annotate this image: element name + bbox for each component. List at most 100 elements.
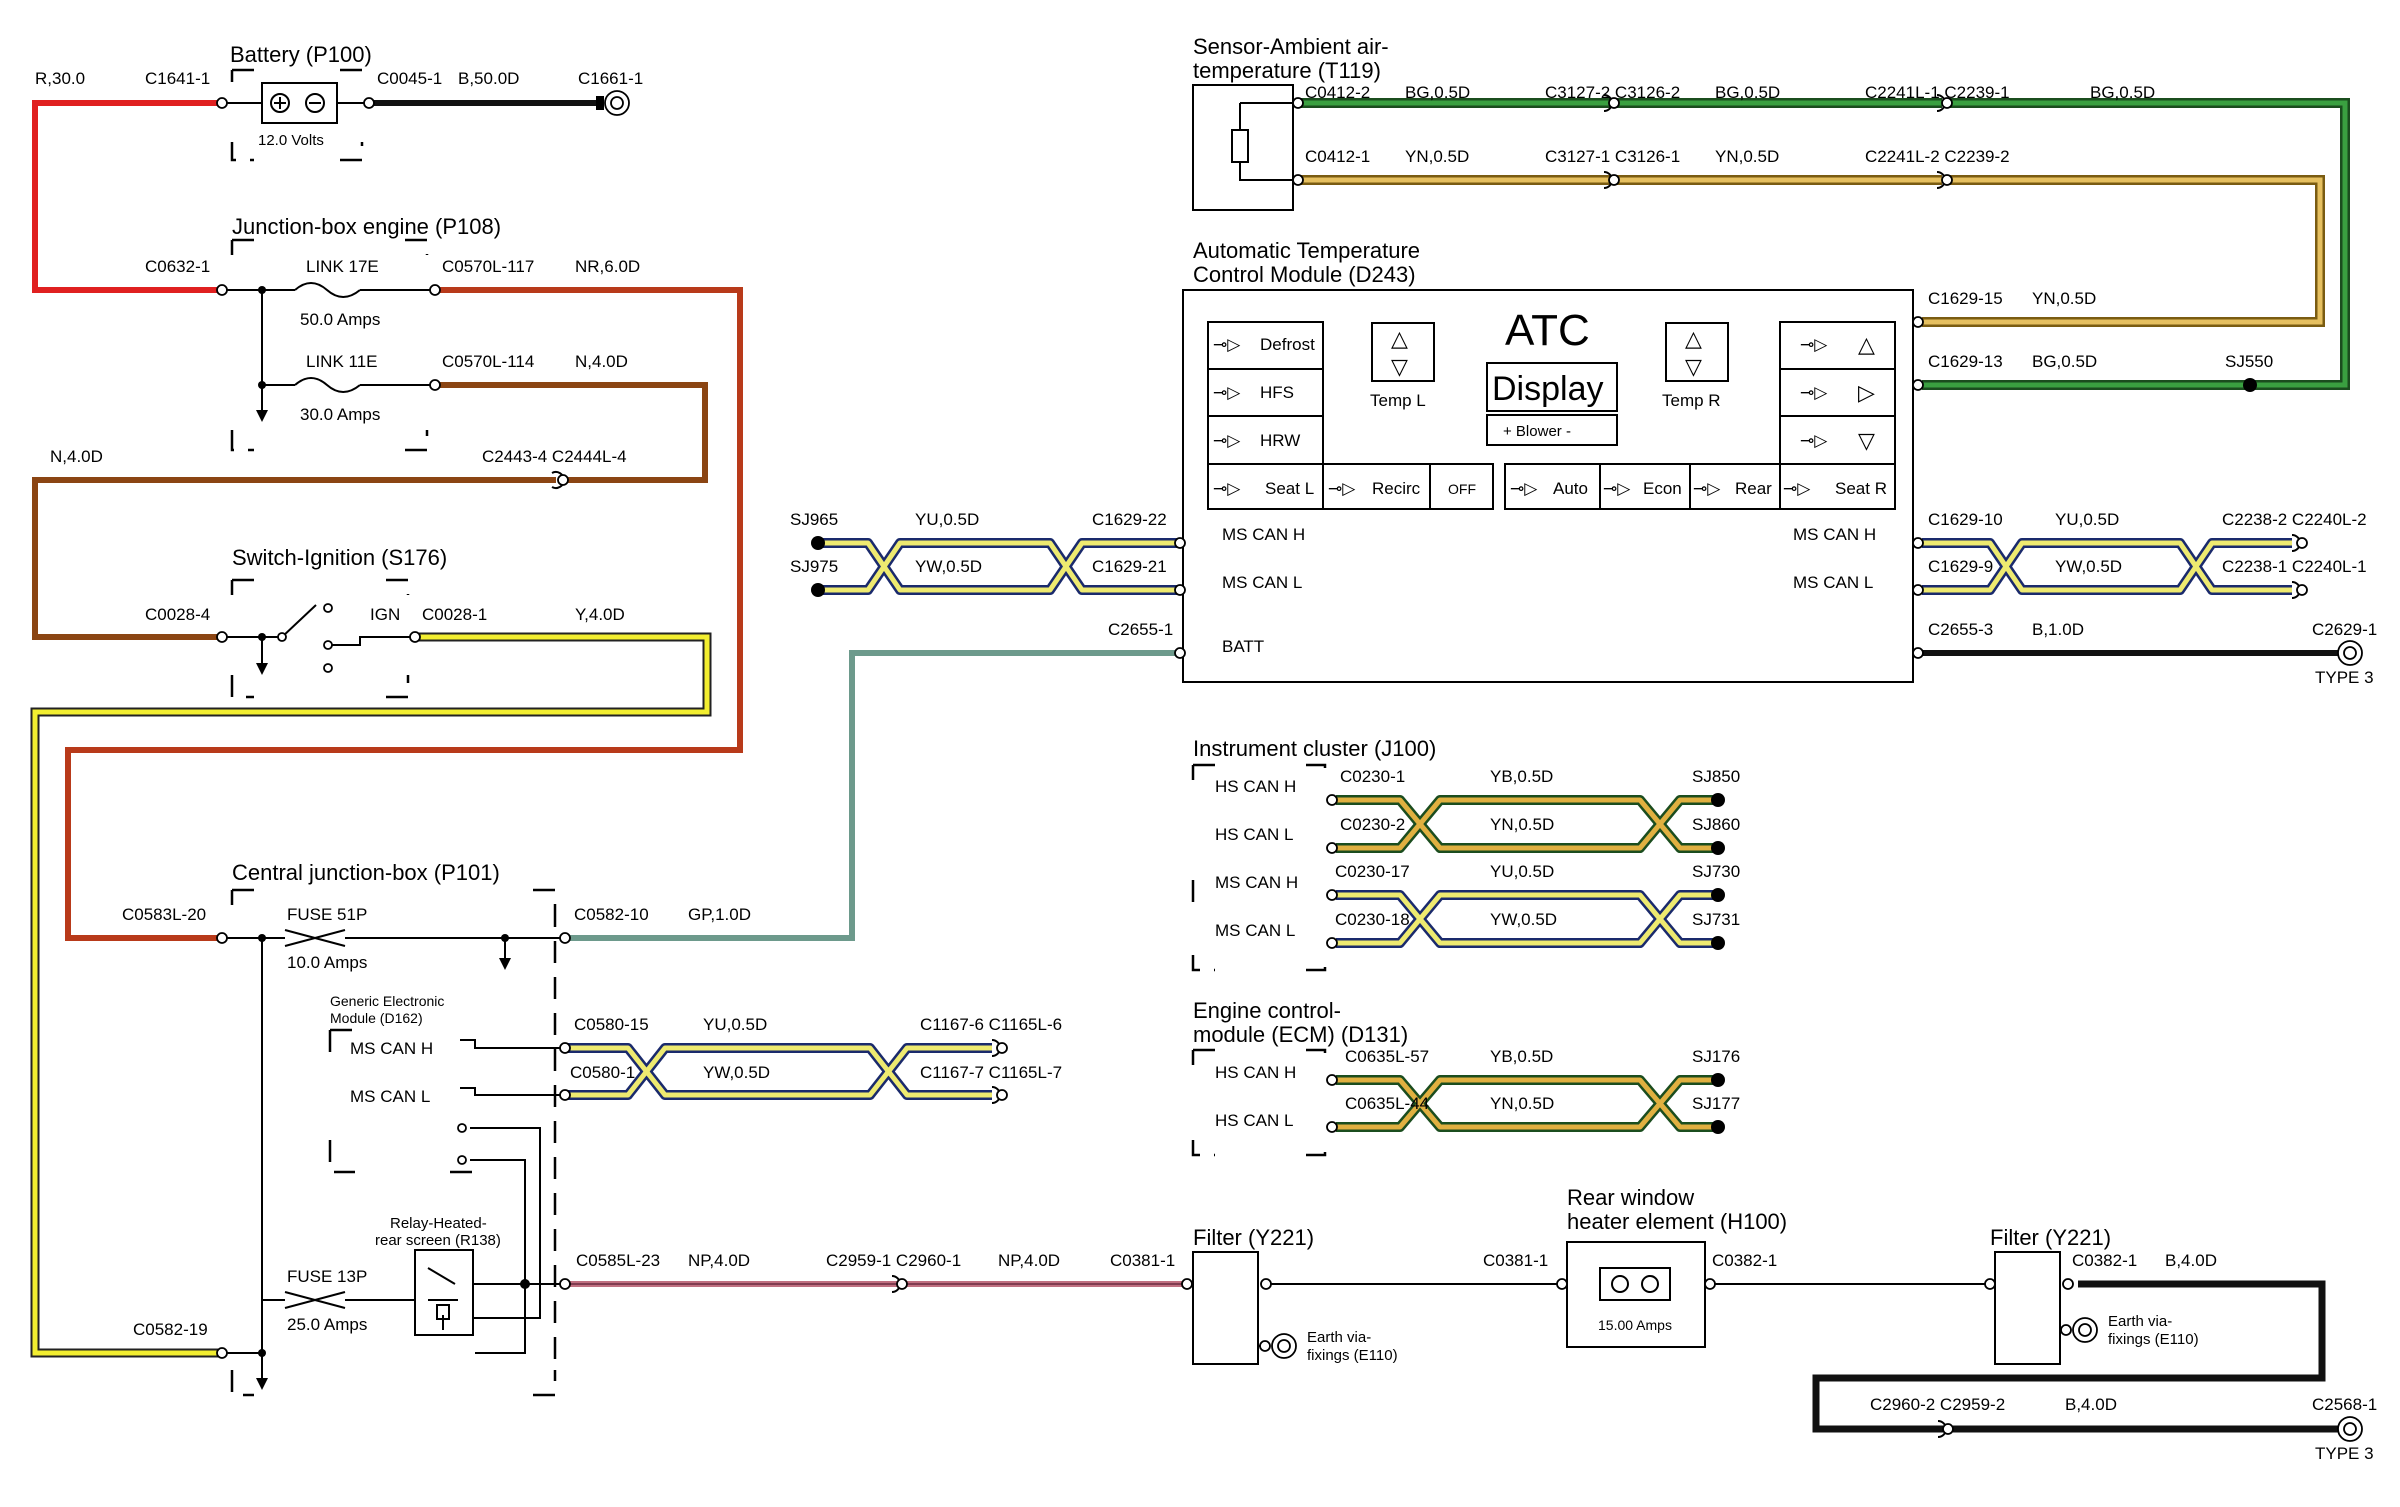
label-nr6: NR,6.0D	[575, 257, 640, 276]
relay-r138	[414, 1249, 474, 1336]
twisted-pair-atc-right	[1922, 538, 2292, 595]
label-sj850: SJ850	[1692, 767, 1740, 786]
label-c2568: C2568-1	[2312, 1395, 2377, 1414]
sensor-title-1: Sensor-Ambient air-	[1193, 34, 1389, 59]
ground-arrow-icon	[256, 663, 268, 675]
label-yu05-c: YU,0.5D	[1490, 862, 1554, 881]
up-icon: △	[1858, 332, 1875, 357]
btn-seat-r: Seat R	[1835, 479, 1887, 498]
label-c2655-1: C2655-1	[1108, 620, 1173, 639]
label-c1629-22: C1629-22	[1092, 510, 1167, 529]
label-yu05-l: YU,0.5D	[915, 510, 979, 529]
label-c0230-1: C0230-1	[1340, 767, 1405, 786]
ground-c2568-icon	[2337, 1416, 2363, 1442]
temp-l-down-icon: ▽	[1391, 354, 1408, 379]
twisted-pair-atc-left	[818, 538, 1178, 595]
atc-mscanh-l: MS CAN H	[1222, 525, 1305, 544]
ignition-switch-s176: Switch-Ignition (S176) IGN	[224, 545, 447, 699]
battery-p100: Battery (P100) 12.0 Volts	[224, 42, 372, 162]
btn-auto: Auto	[1553, 479, 1588, 498]
ground-arrow-icon	[499, 958, 511, 970]
label-yn05-e: YN,0.5D	[1490, 1094, 1554, 1113]
atc-mscanh-r: MS CAN H	[1793, 525, 1876, 544]
label-c0381-b: C0381-1	[1483, 1251, 1548, 1270]
btn-off: OFF	[1448, 481, 1476, 497]
label-c0028-1: C0028-1	[422, 605, 487, 624]
filter1-earth-2: fixings (E110)	[1307, 1347, 1398, 1364]
label-bg05-a: BG,0.5D	[1405, 83, 1470, 102]
twisted-pair-cluster-hs	[1336, 795, 1718, 853]
heater-amps: 15.00 Amps	[1598, 1317, 1672, 1333]
label-c0028-4: C0028-4	[145, 605, 210, 624]
btn-hfs: HFS	[1260, 383, 1294, 402]
right-icon: ▷	[1858, 380, 1875, 405]
minus-icon	[305, 93, 325, 113]
relay-coil-icon	[436, 1304, 450, 1320]
filter-y221-b: Filter (Y221) Earth via- fixings (E110)	[1990, 1225, 2199, 1365]
cluster-title: Instrument cluster (J100)	[1193, 736, 1436, 761]
resistor-icon	[1231, 129, 1249, 163]
relay-switch-icon	[427, 1267, 458, 1330]
label-c0582-10: C0582-10	[574, 905, 649, 924]
label-c0635l-44: C0635L-44	[1345, 1094, 1429, 1113]
label-sj975: SJ975	[790, 557, 838, 576]
label-yw05-l: YW,0.5D	[915, 557, 982, 576]
gem-mscanh: MS CAN H	[350, 1039, 433, 1058]
label-yn05-d: YN,0.5D	[1490, 815, 1554, 834]
wire-r30	[32, 100, 218, 293]
inline-connector-c2238-icon	[2291, 534, 2308, 599]
gem-title-1: Generic Electronic	[330, 993, 444, 1009]
ground-arrow-icon	[256, 1378, 268, 1390]
label-c0580-1: C0580-1	[570, 1063, 635, 1082]
btn-rear: Rear	[1735, 479, 1772, 498]
fuse51p-icon	[284, 929, 346, 947]
ecm-title-2: module (ECM) (D131)	[1193, 1022, 1408, 1047]
label-c0230-2: C0230-2	[1340, 815, 1405, 834]
fuse51p-amps: 10.0 Amps	[287, 953, 367, 972]
label-c2238-1: C2238-1 C2240L-1	[2222, 557, 2367, 576]
temp-r-label: Temp R	[1662, 391, 1721, 410]
label-c1629-21: C1629-21	[1092, 557, 1167, 576]
fuse13p-icon	[284, 1291, 346, 1309]
label-c2655-3: C2655-3	[1928, 620, 1993, 639]
wire-n4-left	[32, 477, 556, 640]
inline-connector-c2443-icon	[551, 471, 569, 489]
label-c0585l: C0585L-23	[576, 1251, 660, 1270]
atc-mscanl-r: MS CAN L	[1793, 573, 1873, 592]
label-c0570l117: C0570L-117	[442, 257, 534, 276]
label-r30: R,30.0	[35, 69, 85, 88]
atc-display: Display	[1492, 370, 1603, 408]
temp-r-up-icon: △	[1685, 326, 1702, 351]
cluster-hscanh: HS CAN H	[1215, 777, 1296, 796]
link17e-icon	[294, 282, 361, 298]
label-sj730: SJ730	[1692, 862, 1740, 881]
battery-voltage: 12.0 Volts	[258, 132, 324, 149]
heater-title-2: heater element (H100)	[1567, 1209, 1787, 1234]
filter1-title: Filter (Y221)	[1193, 1225, 1314, 1250]
label-gp1: GP,1.0D	[688, 905, 751, 924]
hrw-switch-icon: ⊸▷	[1213, 431, 1241, 450]
label-c0570l114: C0570L-114	[442, 352, 534, 371]
label-type3-b: TYPE 3	[2315, 1444, 2374, 1463]
inline-connector-c1167-icon	[991, 1039, 1008, 1104]
label-c3127-2: C3127-2 C3126-2	[1545, 83, 1680, 102]
rear-switch-icon: ⊸▷	[1693, 479, 1721, 498]
label-bg05-b: BG,0.5D	[1715, 83, 1780, 102]
auto-switch-icon: ⊸▷	[1510, 479, 1538, 498]
label-c2443: C2443-4 C2444L-4	[482, 447, 627, 466]
atc-mscanl-l: MS CAN L	[1222, 573, 1302, 592]
btn-seat-l: Seat L	[1265, 479, 1314, 498]
econ-switch-icon: ⊸▷	[1603, 479, 1631, 498]
label-yw05-c: YW,0.5D	[1490, 910, 1557, 929]
label-yu05-cjb: YU,0.5D	[703, 1015, 767, 1034]
label-sj176: SJ176	[1692, 1047, 1740, 1066]
label-b50: B,50.0D	[458, 69, 519, 88]
filter2-earth-1: Earth via-	[2108, 1313, 2172, 1330]
label-c0230-18: C0230-18	[1335, 910, 1410, 929]
temp-r-button	[1665, 322, 1729, 382]
junction-box-engine-p108: Junction-box engine (P108) LINK 17E 50.0…	[224, 214, 501, 452]
filter2-earth-2: fixings (E110)	[2108, 1331, 2199, 1348]
cluster-mscanh: MS CAN H	[1215, 873, 1298, 892]
label-yb05-a: YB,0.5D	[1490, 767, 1553, 786]
atc-heading: ATC	[1505, 306, 1590, 355]
